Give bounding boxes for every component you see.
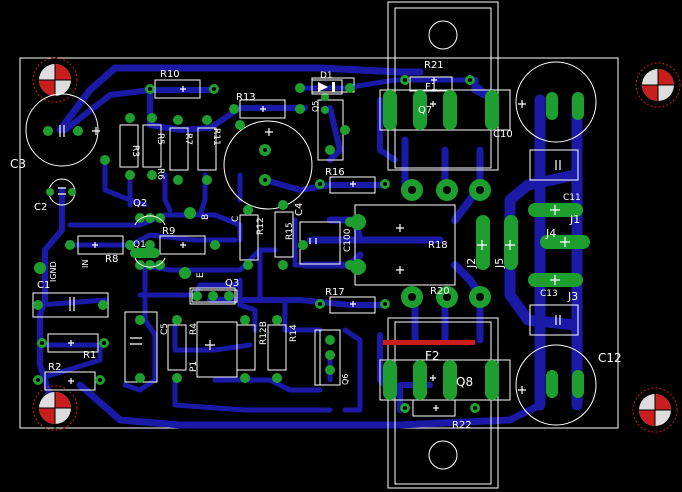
- label-r18: R18: [428, 240, 448, 251]
- heatsink-top-inner: [394, 7, 492, 169]
- label-q1: Q1: [133, 240, 146, 250]
- mounting-hole-bottom-left: [32, 385, 78, 431]
- label-in: IN: [81, 260, 90, 268]
- label-r12b: R12B: [259, 321, 269, 345]
- label-ignd: IGND: [49, 261, 58, 282]
- drill-holes: [36, 78, 484, 410]
- heatsink-top: [387, 1, 499, 171]
- heatsink-bottom-inner: [394, 321, 492, 485]
- label-j3: J3: [567, 290, 578, 303]
- label-r13: R13: [236, 92, 256, 103]
- label-q3: Q3: [225, 278, 239, 289]
- label-c11: C11: [563, 193, 581, 203]
- silkscreen-symbols: [58, 77, 570, 411]
- label-b: B: [201, 214, 211, 220]
- label-q6: Q6: [341, 374, 350, 385]
- label-r3: R3: [130, 145, 140, 157]
- label-r6: R6: [155, 168, 165, 180]
- label-f2: F2: [425, 349, 440, 363]
- label-r22: R22: [452, 420, 472, 431]
- label-c10: C10: [493, 129, 513, 140]
- mounting-hole-bottom-right: [632, 387, 678, 433]
- label-r15: R15: [285, 222, 295, 240]
- c10-outline: [515, 61, 597, 143]
- heatsink-bottom: [387, 317, 499, 489]
- label-r4: R4: [189, 323, 199, 335]
- label-r2: R2: [48, 362, 61, 373]
- label-c3: C3: [10, 157, 26, 171]
- label-r12: R12: [256, 217, 266, 235]
- label-r16: R16: [325, 167, 345, 178]
- label-r10: R10: [160, 69, 180, 80]
- label-j1: J1: [569, 213, 580, 226]
- silkscreen-labels: C3 C2 C1 IGND IN R1 R2 R10 R13 D1 Q5 R3 …: [10, 60, 622, 431]
- mounting-holes: [32, 57, 681, 433]
- label-c4: C4: [294, 203, 305, 216]
- label-e: E: [196, 272, 206, 278]
- mounting-hole-top-left: [32, 57, 78, 103]
- diode-d1: [311, 79, 343, 95]
- label-r1: R1: [83, 350, 96, 361]
- label-j4: J4: [545, 227, 556, 240]
- label-c13: C13: [540, 289, 558, 299]
- label-q8: Q8: [456, 375, 473, 389]
- label-c12: C12: [598, 351, 622, 365]
- pads: [33, 75, 590, 413]
- label-r11: R11: [211, 128, 221, 146]
- label-c: C: [231, 216, 241, 222]
- transistor-outlines: [134, 215, 341, 386]
- label-p1: P1: [189, 361, 199, 372]
- label-j2: J2: [465, 258, 478, 269]
- label-c2: C2: [34, 202, 47, 213]
- r18-body: [354, 204, 456, 286]
- label-r20: R20: [430, 286, 450, 297]
- label-r14: R14: [289, 324, 299, 342]
- mounting-hole-top-right: [635, 62, 681, 108]
- label-c100: C100: [343, 228, 353, 252]
- label-j5: J5: [493, 258, 506, 269]
- label-r17: R17: [325, 287, 345, 298]
- label-c5: C5: [160, 323, 170, 335]
- label-r8: R8: [105, 254, 118, 265]
- label-q2: Q2: [133, 198, 147, 209]
- label-f1: F1: [425, 82, 437, 93]
- label-r21: R21: [424, 60, 444, 71]
- label-q7: Q7: [418, 105, 432, 116]
- label-q5: Q5: [311, 101, 320, 112]
- c4-outline: [223, 120, 313, 210]
- label-r9: R9: [162, 226, 175, 237]
- fuse-f2-bar: [383, 340, 475, 345]
- label-r7: R7: [183, 133, 193, 145]
- label-r5: R5: [155, 133, 165, 145]
- label-d1: D1: [320, 71, 333, 81]
- label-c1: C1: [37, 280, 50, 291]
- c3-outline: [25, 93, 99, 167]
- c12-outline: [515, 344, 597, 426]
